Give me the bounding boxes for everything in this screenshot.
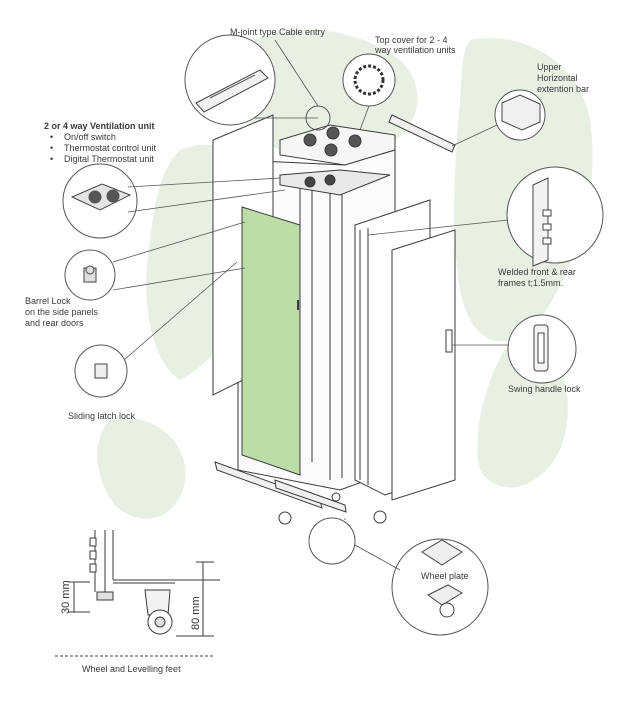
top-cover-label-line1: Top cover for 2 - 4	[375, 35, 448, 45]
welded-label-line2: frames t;1.5mm.	[498, 278, 564, 288]
ventilation-item: Digital Thermostat unit	[44, 154, 156, 165]
wheel-plate-small-detail	[308, 517, 356, 565]
foot-height-dimension: 30 mm	[60, 580, 72, 614]
wheel-plate-label: Wheel plate	[421, 571, 469, 581]
wheel-leveling-label: Wheel and Levelling feet	[82, 664, 181, 674]
upper-bar-label-line1: Upper	[537, 62, 562, 72]
barrel-lock-label-line2: on the side panels	[25, 307, 99, 317]
cabinet	[212, 114, 456, 537]
detail-circles	[62, 34, 604, 636]
barrel-lock-label-line1: Barrel Lock	[25, 296, 71, 306]
rear-door	[391, 229, 456, 501]
upper-bar-label-line3: extention bar	[537, 84, 590, 94]
wheel-plate-detail	[391, 538, 489, 636]
front-door	[241, 206, 301, 476]
upper-extension-bar	[388, 114, 456, 153]
cable-entry-label: M-joint type Cable entry	[230, 27, 326, 37]
welded-frame-detail	[506, 166, 604, 264]
ventilation-title: 2 or 4 way Ventilation unit	[44, 121, 155, 131]
top-cover-label-line2: way ventilation units	[375, 45, 456, 55]
barrel-lock-label-line3: and rear doors	[25, 318, 84, 328]
ventilation-item: On/off switch	[44, 132, 156, 143]
upper-bar-label-line2: Horizontal	[537, 73, 578, 83]
sliding-latch-label: Sliding latch lock	[68, 411, 136, 421]
top-cover-detail	[342, 53, 396, 107]
swing-handle-label: Swing handle lock	[508, 384, 581, 394]
ventilation-list: On/off switch Thermostat control unit Di…	[44, 132, 156, 165]
callout-lines	[112, 39, 509, 571]
wheel-feet-inset	[55, 530, 220, 657]
welded-label-line1: Welded front & rear	[498, 267, 576, 277]
wheel-height-dimension: 80 mm	[190, 596, 202, 630]
ventilation-item: Thermostat control unit	[44, 143, 156, 154]
